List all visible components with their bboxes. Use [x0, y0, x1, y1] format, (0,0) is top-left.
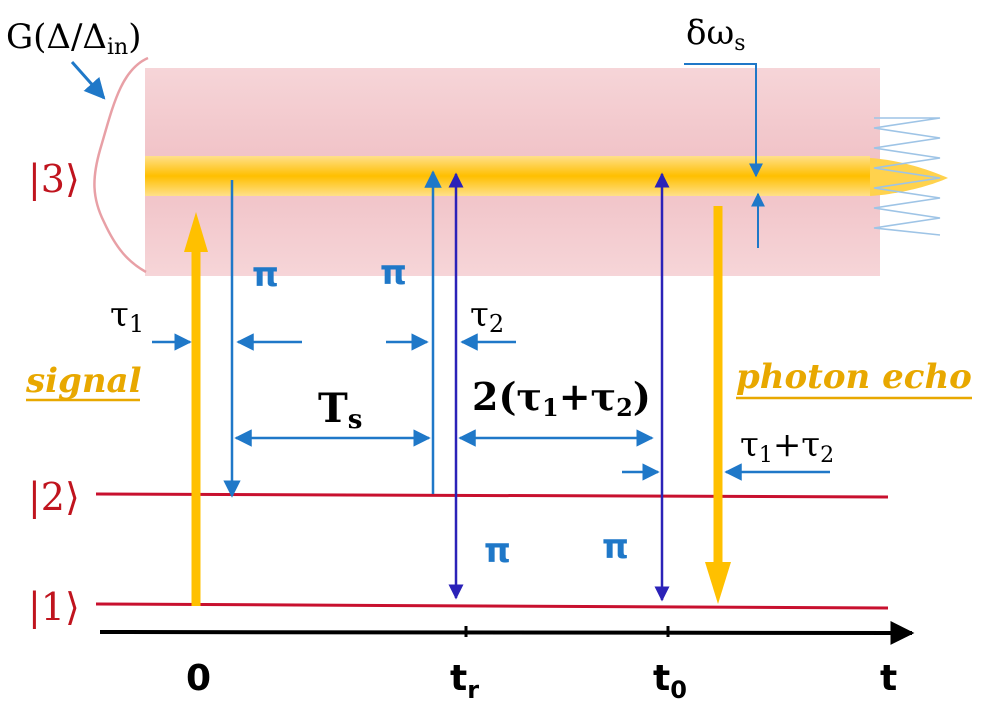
axis-label-t: t [880, 658, 897, 699]
spectral-hole-lobe [870, 158, 948, 196]
level-3-beam [145, 156, 870, 196]
level-3-label: |3⟩ [28, 157, 80, 201]
signal-label: signal [25, 361, 142, 401]
gaussian-distribution-curve [93, 56, 149, 274]
half-delay-label: τ1+τ2 [740, 425, 834, 468]
tau1-label: τ1 [110, 295, 144, 338]
photon-echo-label: photon echo [736, 357, 972, 397]
tau2-label: τ2 [470, 295, 504, 338]
level-2-line [95, 492, 889, 499]
echo-delay-label: 2(τ1+τ2) [472, 374, 651, 422]
axis-label-tr: tr [450, 658, 479, 704]
distribution-pointer-arrow [70, 61, 106, 100]
pi-label-4: π [602, 527, 629, 567]
time-axis [99, 620, 915, 645]
storage-time-label: Ts [318, 385, 362, 435]
linewidth-label: δωs [686, 13, 746, 56]
photon-echo-arrow-head [705, 562, 731, 604]
frequency-comb [873, 117, 941, 236]
distribution-label: G(Δ/Δin) [6, 17, 141, 60]
axis-label-zero: 0 [186, 658, 211, 699]
level-1-line [95, 602, 889, 610]
signal-arrow-head [184, 212, 208, 252]
pi-label-3: π [484, 531, 511, 571]
level-2-label: |2⟩ [28, 475, 80, 519]
pi-label-1: π [252, 255, 279, 295]
linewidth-pointer-top [684, 63, 763, 178]
pi-label-2: π [380, 253, 407, 293]
axis-label-t0: t0 [653, 658, 687, 704]
level-1-label: |1⟩ [28, 585, 80, 629]
